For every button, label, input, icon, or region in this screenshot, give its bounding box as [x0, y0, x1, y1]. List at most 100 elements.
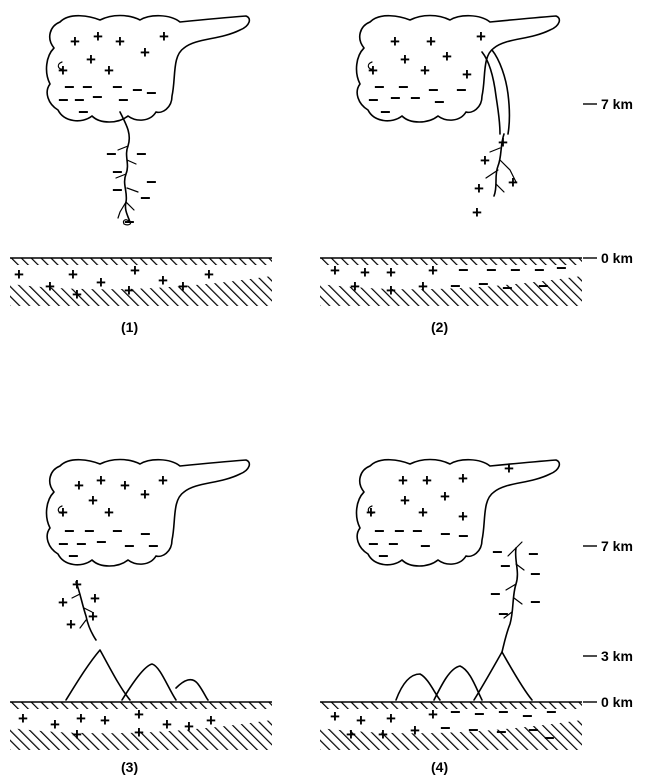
svg-text:+: +	[140, 485, 150, 504]
svg-text:+: +	[498, 133, 508, 152]
svg-text:+: +	[400, 50, 410, 69]
cloud-negative-charges: − − − − − − − − −	[368, 521, 469, 566]
svg-text:+: +	[88, 491, 98, 510]
svg-text:+: +	[93, 27, 103, 46]
svg-text:+: +	[178, 277, 188, 296]
svg-text:+: +	[400, 491, 410, 510]
svg-text:+: +	[72, 725, 82, 744]
svg-text:+: +	[504, 459, 514, 478]
leader-negative-charges: − − − − − − −	[106, 144, 157, 232]
svg-text:−: −	[530, 592, 541, 612]
altitude-scale-bottom: 7 km 3 km 0 km	[583, 538, 633, 710]
svg-text:−: −	[118, 90, 129, 110]
svg-text:+: +	[378, 725, 388, 744]
svg-text:−: −	[440, 718, 451, 738]
svg-text:+: +	[346, 725, 356, 744]
svg-text:−: −	[146, 83, 157, 103]
svg-text:+: +	[330, 707, 340, 726]
svg-text:+: +	[158, 271, 168, 290]
svg-text:+: +	[458, 507, 468, 526]
panel-3: + + + + + + + + − − − − − − − − − −	[10, 460, 272, 776]
svg-text:−: −	[112, 162, 123, 182]
svg-text:−: −	[106, 144, 117, 164]
svg-text:+: +	[184, 717, 194, 736]
cloud-negative-charges: − − − − − − − − − −	[58, 521, 159, 566]
svg-text:+: +	[58, 593, 68, 612]
panel-label: (3)	[121, 759, 138, 775]
panel-label: (2)	[431, 319, 448, 335]
svg-text:−: −	[510, 260, 521, 280]
svg-text:+: +	[410, 721, 420, 740]
altitude-7km-label: 7 km	[601, 96, 633, 112]
altitude-0km-label: 0 km	[601, 250, 633, 266]
svg-text:+: +	[14, 265, 24, 284]
cloud-positive-charges: + + + + + + + +	[368, 27, 486, 84]
svg-text:+: +	[440, 487, 450, 506]
svg-text:+: +	[422, 471, 432, 490]
svg-text:−: −	[124, 536, 135, 556]
svg-text:+: +	[130, 261, 140, 280]
svg-text:−: −	[124, 212, 135, 232]
svg-text:−: −	[78, 102, 89, 122]
panel-2: + + + + + + + + − − − − − − − − −	[320, 16, 582, 336]
mountains	[396, 652, 532, 700]
svg-text:+: +	[90, 589, 100, 608]
svg-text:+: +	[418, 277, 428, 296]
mountains	[66, 650, 208, 700]
svg-text:+: +	[72, 285, 82, 304]
svg-text:+: +	[428, 705, 438, 724]
svg-text:+: +	[70, 32, 80, 51]
cloud-positive-charges: + + + + + + + +	[58, 471, 168, 522]
svg-text:−: −	[490, 584, 501, 604]
svg-text:+: +	[472, 203, 482, 222]
svg-text:+: +	[158, 471, 168, 490]
panel-label: (1)	[121, 319, 138, 335]
svg-text:+: +	[162, 715, 172, 734]
svg-text:+: +	[68, 265, 78, 284]
svg-text:−: −	[410, 88, 421, 108]
svg-text:+: +	[426, 32, 436, 51]
altitude-scale-top: 7 km 0 km	[583, 96, 633, 266]
svg-text:−: −	[478, 274, 489, 294]
svg-text:−: −	[502, 278, 513, 298]
svg-text:+: +	[330, 261, 340, 280]
svg-text:+: +	[66, 615, 76, 634]
svg-text:−: −	[440, 524, 451, 544]
svg-text:−: −	[378, 546, 389, 566]
svg-text:−: −	[556, 258, 567, 278]
svg-text:−: −	[450, 702, 461, 722]
svg-text:+: +	[134, 723, 144, 742]
svg-text:+: +	[134, 705, 144, 724]
svg-text:+: +	[360, 263, 370, 282]
svg-text:+: +	[418, 503, 428, 522]
svg-text:+: +	[159, 27, 169, 46]
cloud-positive-charges: + + + + + + + +	[58, 27, 169, 80]
altitude-7km-label: 7 km	[601, 538, 633, 554]
svg-text:+: +	[206, 711, 216, 730]
panel-1: + + + + + + + + − − − − − − − − − −	[10, 16, 272, 336]
svg-text:−: −	[500, 556, 511, 576]
svg-text:−: −	[68, 546, 79, 566]
svg-text:+: +	[45, 277, 55, 296]
svg-text:−: −	[528, 720, 539, 740]
svg-text:−: −	[544, 728, 555, 748]
svg-text:−: −	[96, 532, 107, 552]
svg-text:−: −	[498, 702, 509, 722]
svg-text:+: +	[458, 469, 468, 488]
leader-positive-charges: + + + + +	[58, 575, 100, 634]
panel-4: + + + + + + + + + − − − − − − − − −	[320, 459, 582, 775]
svg-text:−: −	[530, 564, 541, 584]
svg-text:−: −	[112, 180, 123, 200]
svg-text:−: −	[434, 92, 445, 112]
svg-text:+: +	[104, 503, 114, 522]
svg-text:+: +	[442, 47, 452, 66]
svg-text:−: −	[380, 102, 391, 122]
svg-text:−: −	[58, 534, 69, 554]
svg-text:+: +	[204, 265, 214, 284]
svg-text:+: +	[398, 471, 408, 490]
svg-text:+: +	[366, 503, 376, 522]
svg-text:−: −	[388, 534, 399, 554]
svg-text:+: +	[386, 281, 396, 300]
svg-text:−: −	[112, 521, 123, 541]
svg-text:+: +	[140, 43, 150, 62]
